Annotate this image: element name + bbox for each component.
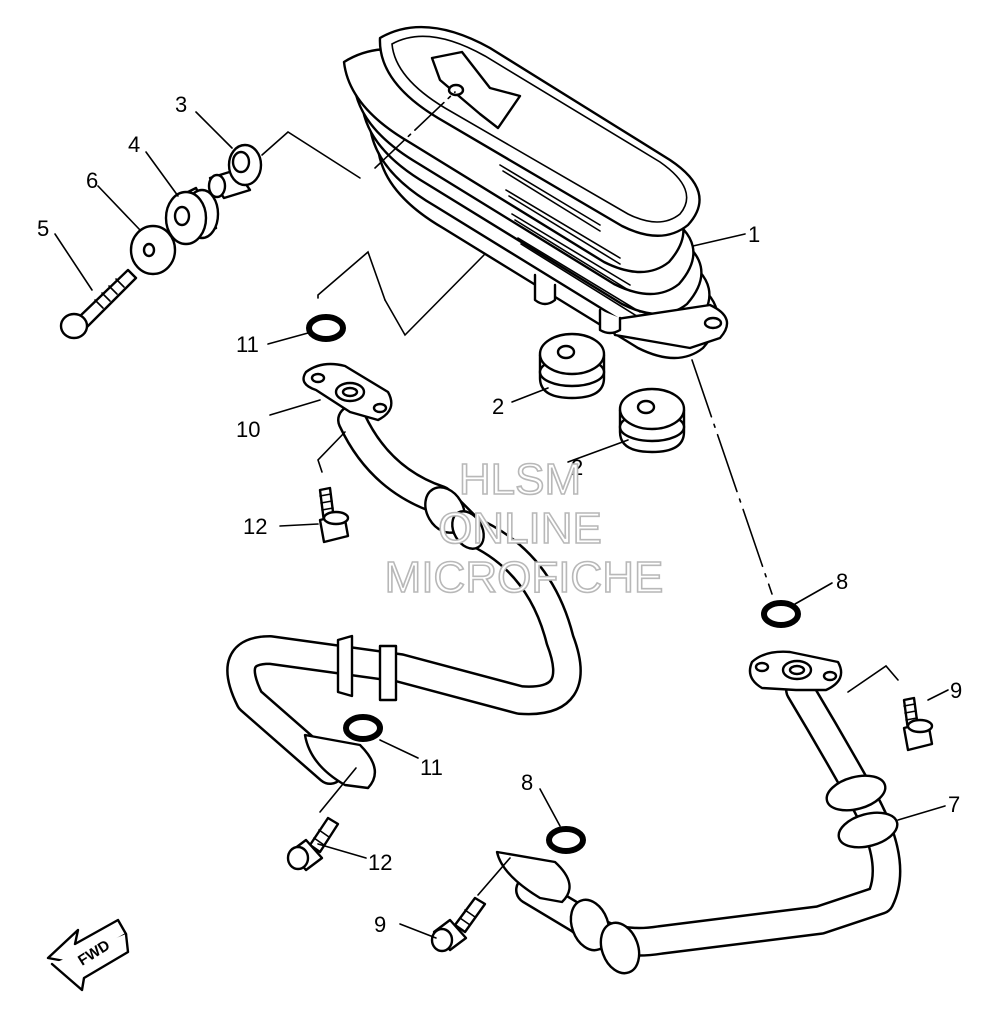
washer-part-6 [129,224,177,276]
damper-part-2b [618,387,686,454]
oil-pipe-part-10 [226,362,582,790]
callout-3: 3 [175,92,187,117]
bolt-part-9b [430,896,487,953]
callout-11a: 11 [236,332,259,357]
bolt-part-12a [318,486,350,544]
o-ring-part-8b [546,826,586,854]
watermark-line-2: ONLINE [438,504,602,553]
leader-lines [54,91,949,939]
o-ring-part-8a [761,600,801,628]
callout-2a: 2 [492,394,504,419]
oil-cooler-part-1 [342,25,729,360]
callout-1: 1 [748,222,760,247]
callout-2b: 2 [571,455,583,480]
collar-part-3 [207,143,263,200]
callout-6: 6 [86,168,98,193]
callout-8b: 8 [521,770,533,795]
callout-11b: 11 [420,755,443,780]
callout-8a: 8 [836,569,848,594]
callout-12b: 12 [368,850,392,875]
o-ring-part-11b [343,714,383,742]
callout-7: 7 [948,792,960,817]
callout-5: 5 [37,216,49,241]
bolt-part-5 [59,268,138,340]
damper-part-2a [538,332,606,400]
callout-4: 4 [128,132,140,157]
bolt-part-9a [902,696,934,752]
callout-10: 10 [236,417,260,442]
watermark-line-1: HLSM [459,455,581,504]
callout-9b: 9 [374,912,386,937]
watermark: HLSM ONLINE MICROFICHE [384,454,664,603]
oil-pipe-part-7 [495,650,902,975]
damper-part-4 [164,186,220,246]
watermark-line-3: MICROFICHE [385,553,664,602]
fwd-arrow-icon: FWD [46,918,130,992]
o-ring-part-11a [306,314,346,342]
bolt-part-12b [286,816,340,872]
callout-9a: 9 [950,678,962,703]
callout-12a: 12 [243,514,267,539]
